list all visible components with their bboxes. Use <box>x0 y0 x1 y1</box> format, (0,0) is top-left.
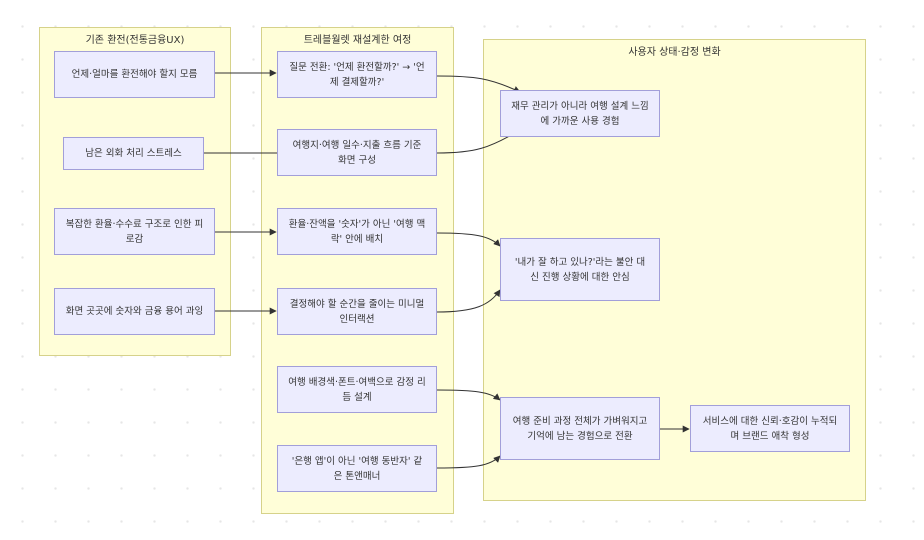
edge-journey-1-to-state-1 <box>436 75 521 93</box>
node-existing-3: 복잡한 환율·수수료 구조로 인한 피로감 <box>54 208 215 255</box>
node-journey-1: 질문 전환: '언제 환전할까?' → '언제 결제할까?' <box>277 51 437 98</box>
node-state-3: 여행 준비 과정 전체가 가벼워지고 기억에 남는 경험으로 전환 <box>500 397 660 460</box>
edge-journey-5-to-state-3 <box>436 389 501 401</box>
edge-journey-4-to-state-2 <box>436 289 501 313</box>
group-existing-title: 기존 환전(전통금융UX) <box>85 35 185 46</box>
node-journey-5: 여행 배경색·폰트·여백으로 감정 리듬 설계 <box>277 366 437 413</box>
group-redesigned-title: 트레블월렛 재설계한 여정 <box>303 35 412 46</box>
group-state-title: 사용자 상태·감정 변화 <box>628 47 721 58</box>
group-redesigned: 트레블월렛 재설계한 여정 <box>261 27 454 514</box>
edge-journey-3-to-state-2 <box>436 232 501 247</box>
node-journey-6: '은행 앱'이 아닌 '여행 동반자' 같은 톤앤매너 <box>277 445 437 492</box>
node-existing-4: 화면 곳곳에 숫자와 금융 용어 과잉 <box>54 288 215 335</box>
node-state-4: 서비스에 대한 신뢰·호감이 누적되며 브랜드 애착 형성 <box>690 405 850 452</box>
edge-journey-6-to-state-3 <box>436 455 501 469</box>
node-journey-3: 환율·잔액을 '숫자'가 아닌 '여행 맥락' 안에 배치 <box>277 208 437 255</box>
node-journey-2: 여행지·여행 일수·지출 흐름 기준 화면 구성 <box>277 129 437 176</box>
node-state-1: 재무 관리가 아니라 여행 설계 느낌에 가까운 사용 경험 <box>500 90 660 137</box>
node-journey-4: 결정해야 할 순간을 줄이는 미니멀 인터랙션 <box>277 288 437 335</box>
node-state-2: '내가 잘 하고 있나?'라는 불안 대신 진행 상황에 대한 안심 <box>500 238 660 301</box>
node-existing-1: 언제·얼마를 환전해야 할지 모름 <box>54 51 215 98</box>
node-existing-2: 남은 외화 처리 스트레스 <box>63 137 204 170</box>
